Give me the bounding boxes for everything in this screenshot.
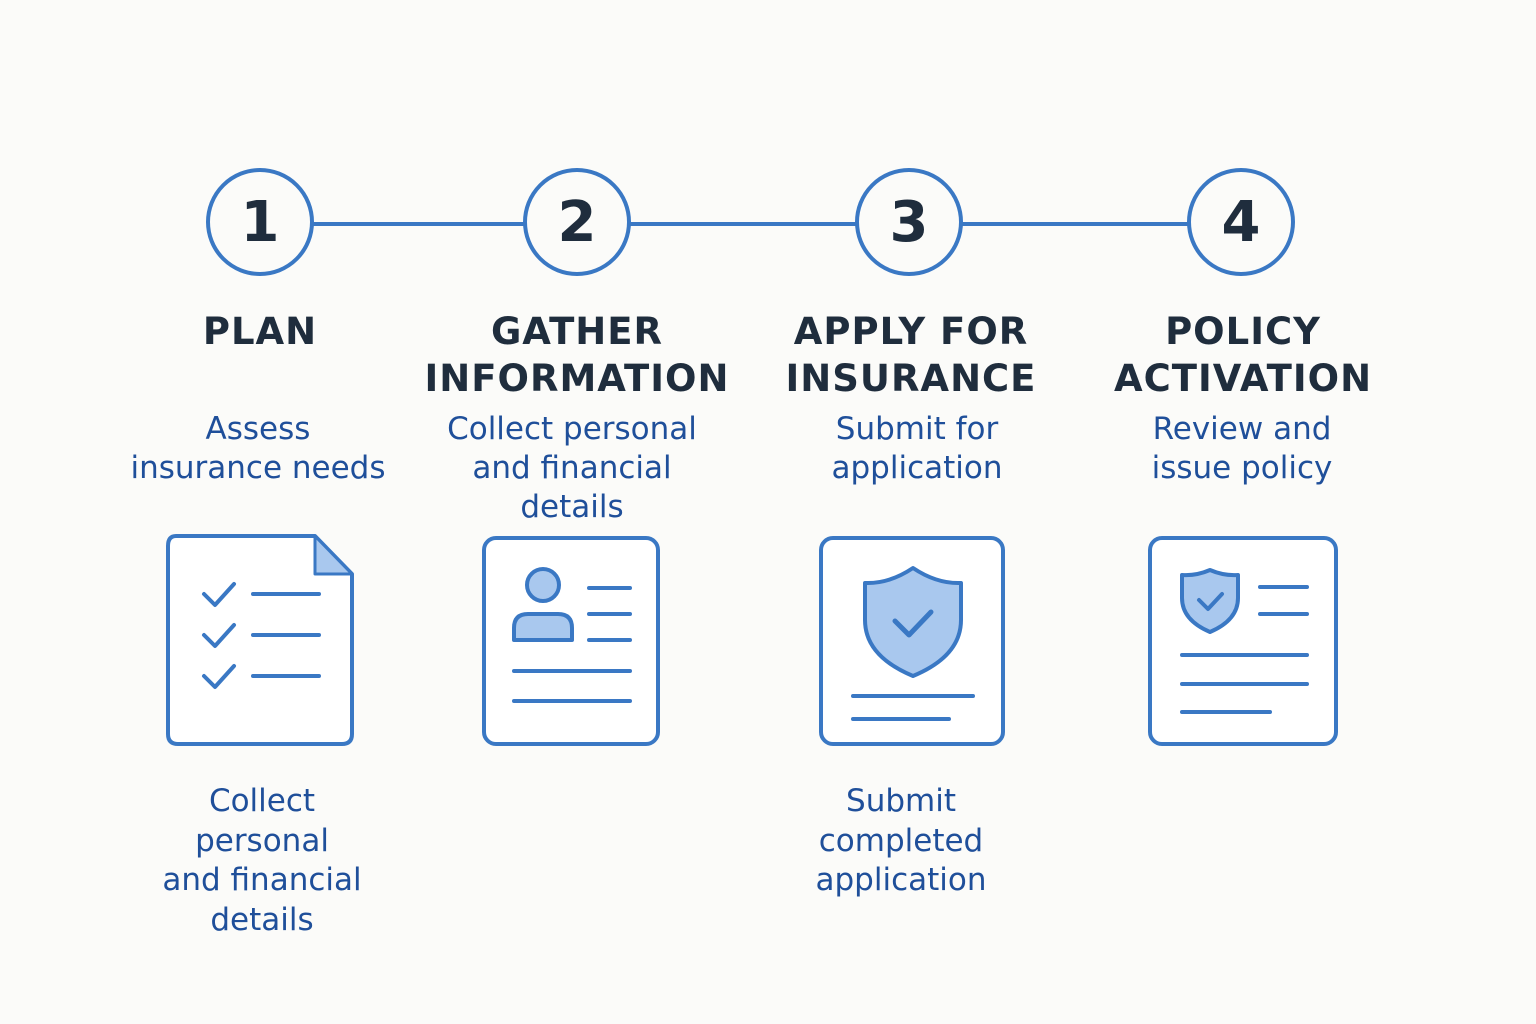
connector-line-3-4 — [960, 222, 1190, 226]
step-3-description: Submit for application — [831, 411, 1003, 486]
step-1-note: Collect personal and financial details — [162, 783, 362, 938]
step-3-number: 3 — [855, 168, 963, 276]
policy-document-icon — [1142, 528, 1346, 752]
checklist-document-icon — [160, 528, 360, 752]
step-1-description: Assess insurance needs — [130, 411, 386, 486]
step-1-title: PLAN — [202, 310, 318, 353]
step-4-title: POLICY ACTIVATION — [1113, 310, 1373, 400]
profile-document-icon — [476, 528, 666, 752]
step-4-description: Review and issue policy — [1151, 411, 1333, 486]
step-3-title: APPLY FOR INSURANCE — [785, 310, 1037, 400]
step-2-description: Collect personal and financial details — [447, 411, 697, 525]
step-1-number: 1 — [206, 168, 314, 276]
step-3-note: Submit completed application — [815, 783, 987, 898]
connector-line-1-2 — [312, 222, 526, 226]
step-2-title: GATHER INFORMATION — [424, 310, 730, 400]
shield-document-icon — [813, 528, 1013, 752]
step-4-number: 4 — [1187, 168, 1295, 276]
step-2-number: 2 — [523, 168, 631, 276]
connector-line-2-3 — [628, 222, 858, 226]
